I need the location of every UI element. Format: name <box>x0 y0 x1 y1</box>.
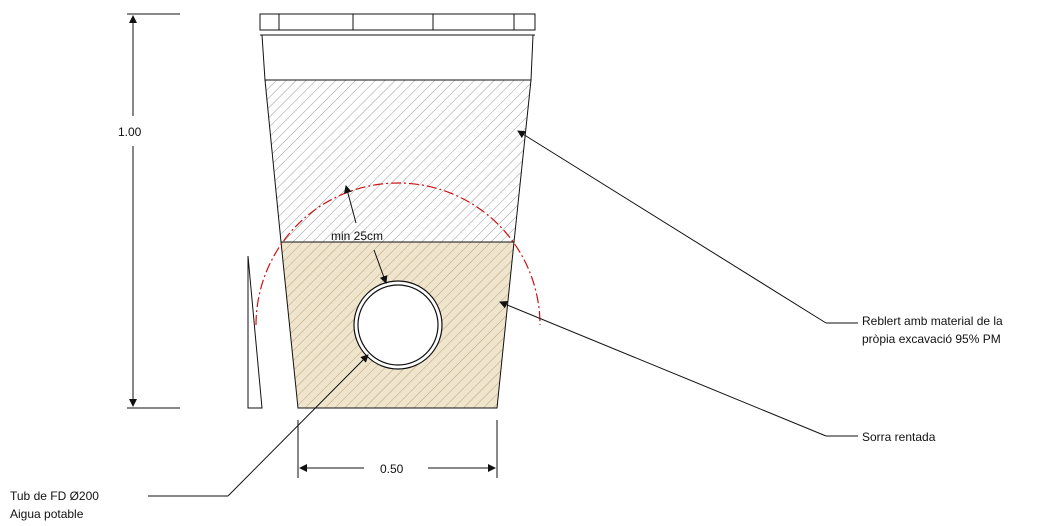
width-dim-label: 0.50 <box>380 462 404 476</box>
width-dimension <box>297 420 498 478</box>
min-cover-arc <box>255 182 541 326</box>
sand-label: Sorra rentada <box>862 430 936 444</box>
pipe-label-line1: Tub de FD Ø200 <box>10 489 99 503</box>
pavement-layers <box>259 13 536 81</box>
min-cover-arrow-up <box>343 185 357 224</box>
min-cover-arrow-down <box>373 249 388 284</box>
backfill-leader <box>517 130 827 324</box>
height-dimension <box>127 13 180 409</box>
min-cover-label: min 25cm <box>331 229 383 243</box>
pipe-label-line2: Aigua potable <box>10 507 84 521</box>
height-dim-label: 1.00 <box>118 125 142 139</box>
pipe-icon <box>353 280 443 370</box>
pipe-leader <box>227 354 369 497</box>
slope-indicator <box>247 255 263 409</box>
backfill-label-line1: Reblert amb material de la <box>862 314 1003 328</box>
sand-leader <box>499 300 827 437</box>
backfill-label-line2: pròpia excavació 95% PM <box>862 332 1001 346</box>
